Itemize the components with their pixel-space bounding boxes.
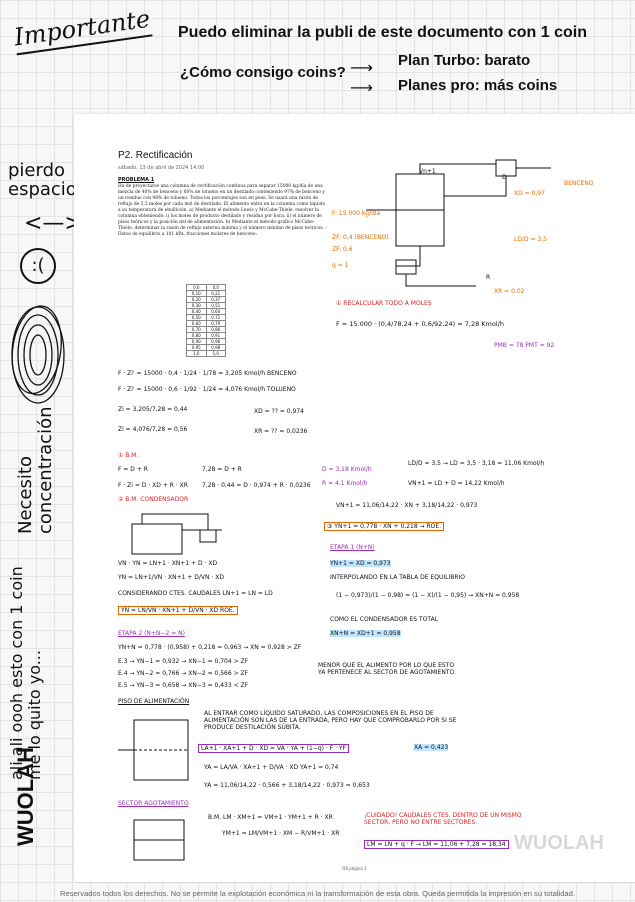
arrow-icon: ⟶: [350, 78, 373, 97]
hw-menor: MENOR QUE EL ALIMENTO POR LO QUE ESTO YA…: [318, 662, 456, 676]
hw-e5: E.5 → YN−3 = 0,658 → XN−3 = 0,433 < ZF: [118, 682, 249, 689]
hw-bm-cond: ② B.M. CONDENSADOR: [118, 496, 189, 503]
hw-lm: LM = LN + q · F → LM = 11,06 + 7,28 = 18…: [364, 840, 509, 849]
hw-e3: E.3 → YN−1 = 0,932 → XN−1 = 0,704 > ZF: [118, 658, 249, 665]
hw-benceno: BENCENO: [564, 180, 594, 187]
banner-question: ¿Cómo consigo coins?: [180, 64, 346, 81]
column-diagram: [366, 159, 551, 287]
hw-vn1: Vn+1: [419, 168, 436, 175]
document-title: P2. Rectificación: [118, 150, 193, 161]
document-date: sábado, 13 de abril de 2024 14:00: [118, 165, 205, 171]
plan-pro-link[interactable]: Planes pro: más coins: [398, 77, 558, 94]
hw-cond-total: COMO EL CONDENSADOR ES TOTAL: [330, 616, 439, 623]
hw-d: D: [502, 174, 507, 181]
hw-zf2: ZF: 0,6: [332, 246, 353, 253]
hw-bm: ① B.M.: [118, 452, 139, 459]
stripping-sketch: [133, 819, 185, 861]
legal-notice: Reservados todos los derechos. No se per…: [60, 889, 575, 898]
hw-xnn: XN+N = XD+1 = 0,958: [330, 630, 401, 637]
sad-face-icon: :(: [20, 248, 56, 284]
hw-dr2: R = 4,1 Kmol/h: [322, 480, 368, 487]
side-note-pierdo: pierdo espacio: [8, 160, 77, 200]
document-page: P2. Rectificación sábado, 13 de abril de…: [74, 114, 635, 882]
hw-ld1: LD/D = 3,5 → LD = 3,5 · 3,18 = 11,06 Kmo…: [408, 460, 545, 467]
hw-solve1: 7,28 = D + R: [202, 466, 242, 473]
hw-roe-box: YN = LN/VN · XN+1 + D/VN · XD ROE.: [118, 606, 238, 615]
hw-ya-num: YA = 11,06/14,22 · 0,566 + 3,18/14,22 · …: [204, 782, 370, 789]
hw-yn: YN+1 = XD = 0,973: [330, 560, 391, 567]
wuolah-logo: WUOLAH: [13, 747, 38, 846]
hw-solve2: 7,28 · 0,44 = D · 0,974 + R · 0,0236: [202, 482, 311, 489]
hw-etapa1: ETAPA 1 (N+N): [330, 544, 375, 551]
wuolah-watermark: WUOLAH: [514, 832, 604, 854]
hw-sector: SECTOR AGOTAMIENTO: [118, 800, 189, 807]
hw-piso-txt: AL ENTRAR COMO LÍQUIDO SATURADO, LAS COM…: [204, 710, 457, 731]
banner-headline: Puedo eliminar la publi de este document…: [178, 24, 587, 41]
hw-xr-q: XR = ?? = 0,0236: [254, 428, 308, 435]
table-cell: 1,0: [186, 350, 207, 357]
page-footer: OS página 1: [342, 866, 367, 871]
hw-ym: YM+1 = LM/VM+1 · XM − R/VM+1 · XR: [222, 830, 340, 837]
hw-interp: INTERPOLANDO EN LA TABLA DE EQUILIBRIO: [330, 574, 466, 581]
hw-zf: ZF: 0,4 (BENCENO): [332, 234, 389, 241]
feed-plate-sketch: [118, 719, 189, 781]
scribble-icon: [11, 305, 65, 404]
hw-dr1: D = 3,18 Kmol/h: [322, 466, 372, 473]
hw-etapa2: ETAPA 2 (N+N−2 = N): [118, 630, 185, 637]
hw-xa: XA = 0,423: [414, 744, 449, 751]
hw-et2-eq: YN+N = 0,778 · (0,958) + 0,218 = 0,963 →…: [118, 644, 302, 651]
hw-xd: XD = 0,97: [514, 190, 545, 197]
double-arrow-icon: <—>: [24, 211, 83, 236]
hw-mb1: VN · YN = LN+1 · XN+1 + D · XD: [118, 560, 218, 567]
hw-feed: F: 15.000 kg/día: [332, 210, 381, 217]
hw-caudales: CONSIDERANDO CTES. CAUDALES LN+1 = LN = …: [118, 590, 273, 597]
side-note-ali-ali: ali ali oooh esto con 1 coin me lo quito…: [7, 566, 44, 780]
hw-ld: LD/D = 3,5: [514, 236, 547, 243]
hw-f-eq: F = 15.000 · (0,4/78,24 + 0,6/92,24) = 7…: [336, 320, 504, 328]
hw-piso: PISO DE ALIMENTACIÓN: [118, 698, 190, 705]
arrow-icon: ⟶: [350, 58, 373, 77]
hw-mb2: YN = LN+1/VN · XN+1 + D/VN · XD: [118, 574, 224, 581]
hw-xd-q: XD = ?? = 0,974: [254, 408, 304, 415]
hw-xr: XR = 0,02: [494, 288, 525, 295]
hw-ya-eq: YA = LA/VA · XA+1 + D/VA · XD YA+1 = 0,7…: [204, 764, 339, 771]
hw-fz2: F · Zi' = 15000 · 0,6 · 1/92 · 1/24 = 4,…: [118, 386, 296, 393]
problem-title: PROBLEMA 1: [118, 177, 155, 183]
condenser-sketch: [131, 513, 222, 555]
plan-turbo-link[interactable]: Plan Turbo: barato: [398, 52, 531, 69]
hw-piso-eq: LA+1 · XA+1 + D · XD = VA · YA + (1−q) ·…: [198, 744, 350, 753]
hw-pm: PMB = 78 PMT = 92: [494, 342, 555, 349]
hw-q: q = 1: [332, 262, 349, 269]
hw-recalc: ① RECALCULAR TODO A MOLES: [336, 300, 432, 307]
hw-zi1: Zi = 3,205/7,28 = 0,44: [118, 406, 188, 413]
table-cell: 1,0: [205, 350, 226, 357]
importante-tag: Importante: [12, 4, 153, 56]
hw-vn-frac: VN+1 = 11,06/14,22 · XN + 3,18/14,22 · 0…: [336, 502, 478, 509]
hw-interp-eq: (1 − 0,973)/(1 − 0,98) = (1 − X)/(1 − 0,…: [336, 592, 520, 599]
hw-roe: ③ YN+1 = 0,778 · XN + 0,218 → ROE.: [324, 522, 445, 531]
hw-zi2: Zi = 4,076/7,28 = 0,56: [118, 426, 188, 433]
hw-fdr: F = D + R: [118, 466, 148, 473]
hw-fz1: F · Zi' = 15000 · 0,4 · 1/24 · 1/78 = 3,…: [118, 370, 297, 377]
hw-bm-ag: B.M. LM · XM+1 = VM+1 · YM+1 + R · XR: [208, 814, 333, 821]
problem-statement: Ha de proyectarse una columna de rectifi…: [118, 184, 327, 237]
hw-fz-dx: F · Zi = D · XD + R · XR: [118, 482, 188, 489]
hw-e4: E.4 → YN−2 = 0,766 → XN−2 = 0,566 > ZF: [118, 670, 249, 677]
hw-vn-eq: VN+1 = LD + D = 14,22 Kmol/h: [408, 480, 505, 487]
hw-cuidado: ¡CUIDADO! CAUDALES CTES. DENTRO DE UN MI…: [364, 812, 522, 826]
hw-r: R: [486, 274, 491, 281]
side-note-concentracion: Necesito concentración: [15, 406, 56, 534]
